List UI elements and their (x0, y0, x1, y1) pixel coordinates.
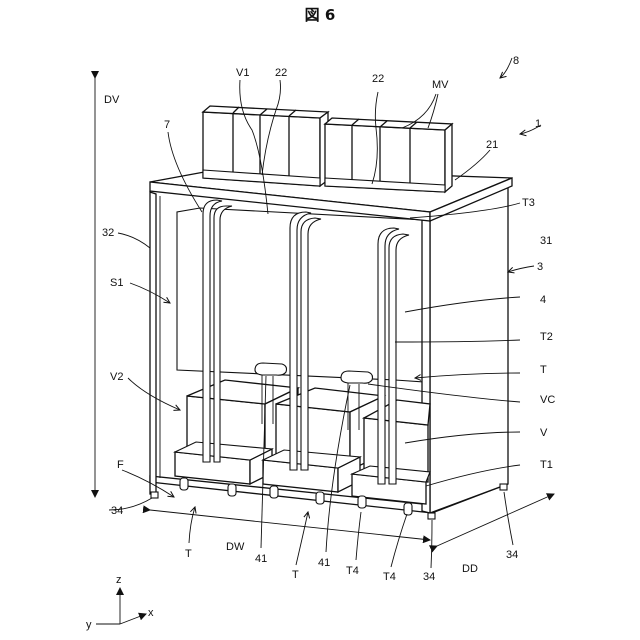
label-dv: DV (104, 94, 120, 106)
label-21: 21 (486, 139, 498, 151)
label-t-a: T (185, 548, 192, 560)
right-side-panel (422, 186, 508, 513)
axis-label-y: y (86, 619, 92, 631)
axis-label-z: z (116, 574, 122, 586)
label-t4-a: T4 (346, 565, 359, 577)
label-mv: MV (432, 79, 449, 91)
dw-arrow (150, 510, 430, 540)
top-box-group-right (325, 118, 452, 192)
label-4: 4 (540, 294, 546, 306)
label-41-b: 41 (318, 557, 330, 569)
label-t4-b: T4 (383, 571, 396, 583)
top-box-group-left (203, 106, 328, 186)
figure-title: 図 6 (305, 6, 336, 24)
coordinate-axes (96, 588, 146, 624)
axis-label-x: x (148, 607, 154, 619)
label-7: 7 (164, 119, 170, 131)
label-t-right: T (540, 364, 547, 376)
label-t2: T2 (540, 331, 553, 343)
label-vc: VC (540, 394, 555, 406)
label-dw: DW (226, 541, 245, 553)
label-8: 8 (513, 55, 519, 67)
label-31: 31 (540, 235, 552, 247)
label-34-left: 34 (111, 505, 123, 517)
label-1: 1 (535, 118, 541, 130)
label-t-b: T (292, 569, 299, 581)
label-v: V (540, 427, 548, 439)
label-f: F (117, 459, 124, 471)
rack-left-post (150, 192, 160, 494)
label-34-mid: 34 (423, 571, 435, 583)
label-3: 3 (537, 261, 543, 273)
label-34-right: 34 (506, 549, 518, 561)
label-t3: T3 (522, 197, 535, 209)
label-32: 32 (102, 227, 114, 239)
label-t1: T1 (540, 459, 553, 471)
label-22-left: 22 (275, 67, 287, 79)
label-v1: V1 (236, 67, 249, 79)
label-22-right: 22 (372, 73, 384, 85)
label-s1: S1 (110, 277, 123, 289)
label-41-a: 41 (255, 553, 267, 565)
label-v2: V2 (110, 371, 123, 383)
label-dd: DD (462, 563, 478, 575)
